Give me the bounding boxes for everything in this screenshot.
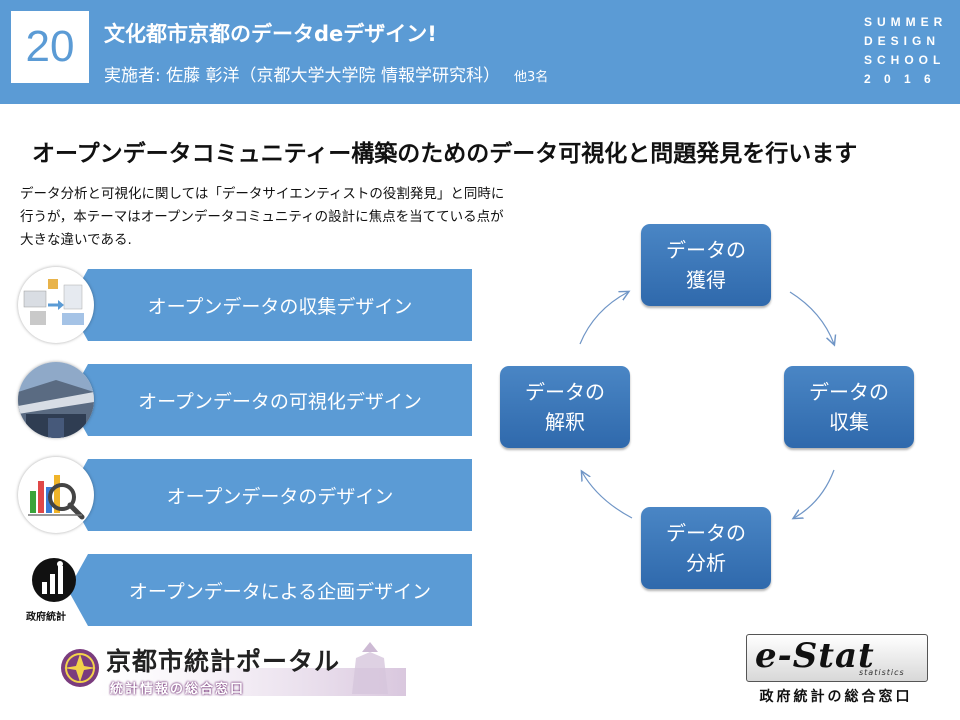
cycle-node-interpret: データの 解釈 [500, 366, 630, 448]
item-label: オープンデータのデザイン [166, 485, 394, 508]
school-line: DESIGN [864, 34, 941, 48]
school-line: 2 0 1 6 [864, 72, 936, 86]
item-label: オープンデータによる企画デザイン [128, 580, 432, 603]
arrow-analyze-to-interpret [582, 472, 633, 519]
estat-badge: e-Stat statistics [746, 634, 928, 682]
chart-magnifier-icon [18, 457, 94, 533]
description-text: データ分析と可視化に関しては「データサイエンティストの役割発見」と同時に行うが，… [20, 186, 505, 248]
arrow-collect-to-analyze [794, 469, 835, 518]
summer-design-school-mark: SUMMER DESIGN SCHOOL 2 0 1 6 [864, 13, 946, 89]
header-banner: 20 文化都市京都のデータdeデザイン! 実施者: 佐藤 彰洋（京都大学大学院 … [0, 0, 960, 104]
node-line1: データの [809, 380, 889, 404]
school-line: SCHOOL [864, 53, 946, 67]
cycle-node-collect: データの 収集 [784, 366, 914, 448]
school-line: SUMMER [864, 15, 948, 29]
headline: オープンデータコミュニティー構築のためのデータ可視化と問題発見を行います [32, 141, 858, 167]
node-line1: データの [525, 380, 605, 404]
presenter-name: 実施者: 佐藤 彰洋（京都大学大学院 情報学研究科） [104, 66, 500, 86]
item-collection-design: オープンデータの収集デザイン [68, 269, 472, 341]
item-visualization-design: オープンデータの可視化デザイン [68, 364, 472, 436]
cycle-node-acquire: データの 獲得 [641, 224, 771, 306]
kyoto-statistics-portal-logo: 京都市統計ポータル 統計情報の総合窓口 [56, 638, 416, 700]
building-photo-icon [18, 362, 94, 438]
item-label: オープンデータの収集デザイン [147, 295, 413, 318]
government-statistics-icon: 政府統計 [18, 552, 94, 628]
estat-caption: 政府統計の総合窓口 [759, 689, 913, 705]
estat-title: e-Stat [755, 636, 875, 676]
government-statistics-caption: 政府統計 [26, 612, 66, 623]
arrow-interpret-to-acquire [579, 292, 628, 345]
node-line2: 解釈 [545, 410, 585, 434]
project-number: 20 [11, 11, 89, 83]
presenter-extra: 他3名 [513, 70, 549, 85]
page-title: 文化都市京都のデータdeデザイン! [104, 22, 437, 46]
node-line2: 収集 [829, 410, 869, 434]
presenter-line: 実施者: 佐藤 彰洋（京都大学大学院 情報学研究科） 他3名 [104, 61, 548, 86]
cycle-node-analyze: データの 分析 [641, 507, 771, 589]
node-line1: データの [666, 238, 746, 262]
portal-title: 京都市統計ポータル [106, 647, 341, 676]
node-line2: 分析 [686, 551, 726, 575]
item-label: オープンデータの可視化デザイン [138, 390, 422, 413]
portal-subtitle: 統計情報の総合窓口 [110, 682, 246, 697]
estat-small: statistics [859, 668, 905, 677]
data-collection-icon [18, 267, 94, 343]
node-line2: 獲得 [686, 268, 726, 292]
node-line1: データの [666, 521, 746, 545]
arrow-acquire-to-collect [789, 291, 834, 344]
item-planning-design: オープンデータによる企画デザイン [68, 554, 472, 626]
estat-logo: e-Stat statistics 政府統計の総合窓口 [744, 634, 930, 705]
